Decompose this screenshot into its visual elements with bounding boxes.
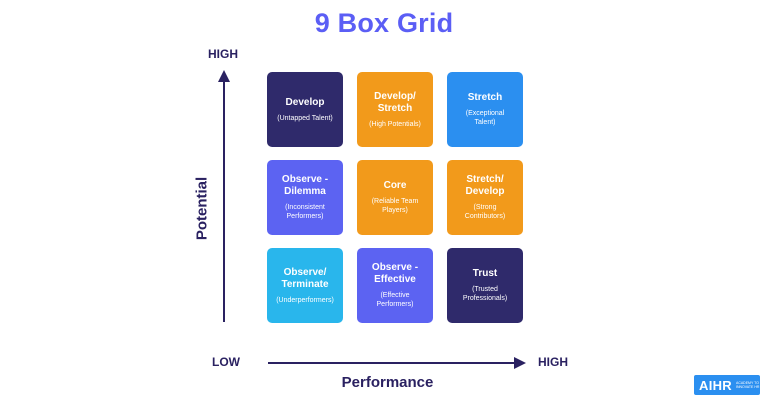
box-subtitle: (Effective Performers) (376, 292, 414, 308)
box-title: Trust (472, 268, 498, 279)
logo-tagline: ACADEMY TO INNOVATE HR (735, 381, 760, 389)
x-axis-high-label: HIGH (538, 355, 568, 369)
box-observe-terminate: Observe/ Terminate (Underperformers) (267, 248, 343, 323)
box-observe-dilemma: Observe - Dilemma (Inconsistent Performe… (267, 160, 343, 235)
box-stretch: Stretch (Exceptional Talent) (447, 72, 523, 147)
x-axis-arrowhead (514, 357, 526, 369)
box-title: Observe/ Terminate (281, 266, 329, 290)
box-title: Observe - Effective (371, 262, 419, 285)
box-develop-stretch: Develop/ Stretch (High Potentials) (357, 72, 433, 147)
box-subtitle: (Trusted Professionals) (462, 286, 508, 302)
x-axis-low-label: LOW (212, 355, 240, 369)
box-subtitle: (High Potentials) (369, 120, 421, 128)
box-develop: Develop (Untapped Talent) (267, 72, 343, 147)
box-title: Observe - Dilemma (281, 174, 329, 197)
box-trust: Trust (Trusted Professionals) (447, 248, 523, 323)
y-axis-title: Potential (193, 176, 211, 241)
box-title: Develop/ Stretch (374, 90, 416, 114)
box-subtitle: (Strong Contributors) (464, 204, 506, 220)
box-subtitle: (Untapped Talent) (277, 114, 333, 122)
box-subtitle: (Reliable Team Players) (371, 198, 419, 214)
box-core: Core (Reliable Team Players) (357, 160, 433, 235)
box-subtitle: (Exceptional Talent) (465, 110, 505, 126)
box-subtitle: (Inconsistent Performers) (285, 204, 325, 220)
y-axis-arrowhead (218, 70, 230, 82)
box-title: Stretch/ Develop (465, 174, 505, 197)
box-title: Stretch (467, 92, 503, 103)
box-subtitle: (Underperformers) (276, 296, 334, 304)
y-axis-high-label: HIGH (208, 47, 238, 61)
x-axis-title: Performance (341, 374, 434, 391)
aihr-logo: AIHR ACADEMY TO INNOVATE HR (694, 375, 760, 395)
box-stretch-develop: Stretch/ Develop (Strong Contributors) (447, 160, 523, 235)
page-title: 9 Box Grid (314, 8, 454, 38)
box-observe-effective: Observe - Effective (Effective Performer… (357, 248, 433, 323)
box-title: Core (383, 180, 407, 191)
box-title: Develop (285, 96, 325, 108)
logo-wordmark: AIHR (699, 377, 732, 393)
